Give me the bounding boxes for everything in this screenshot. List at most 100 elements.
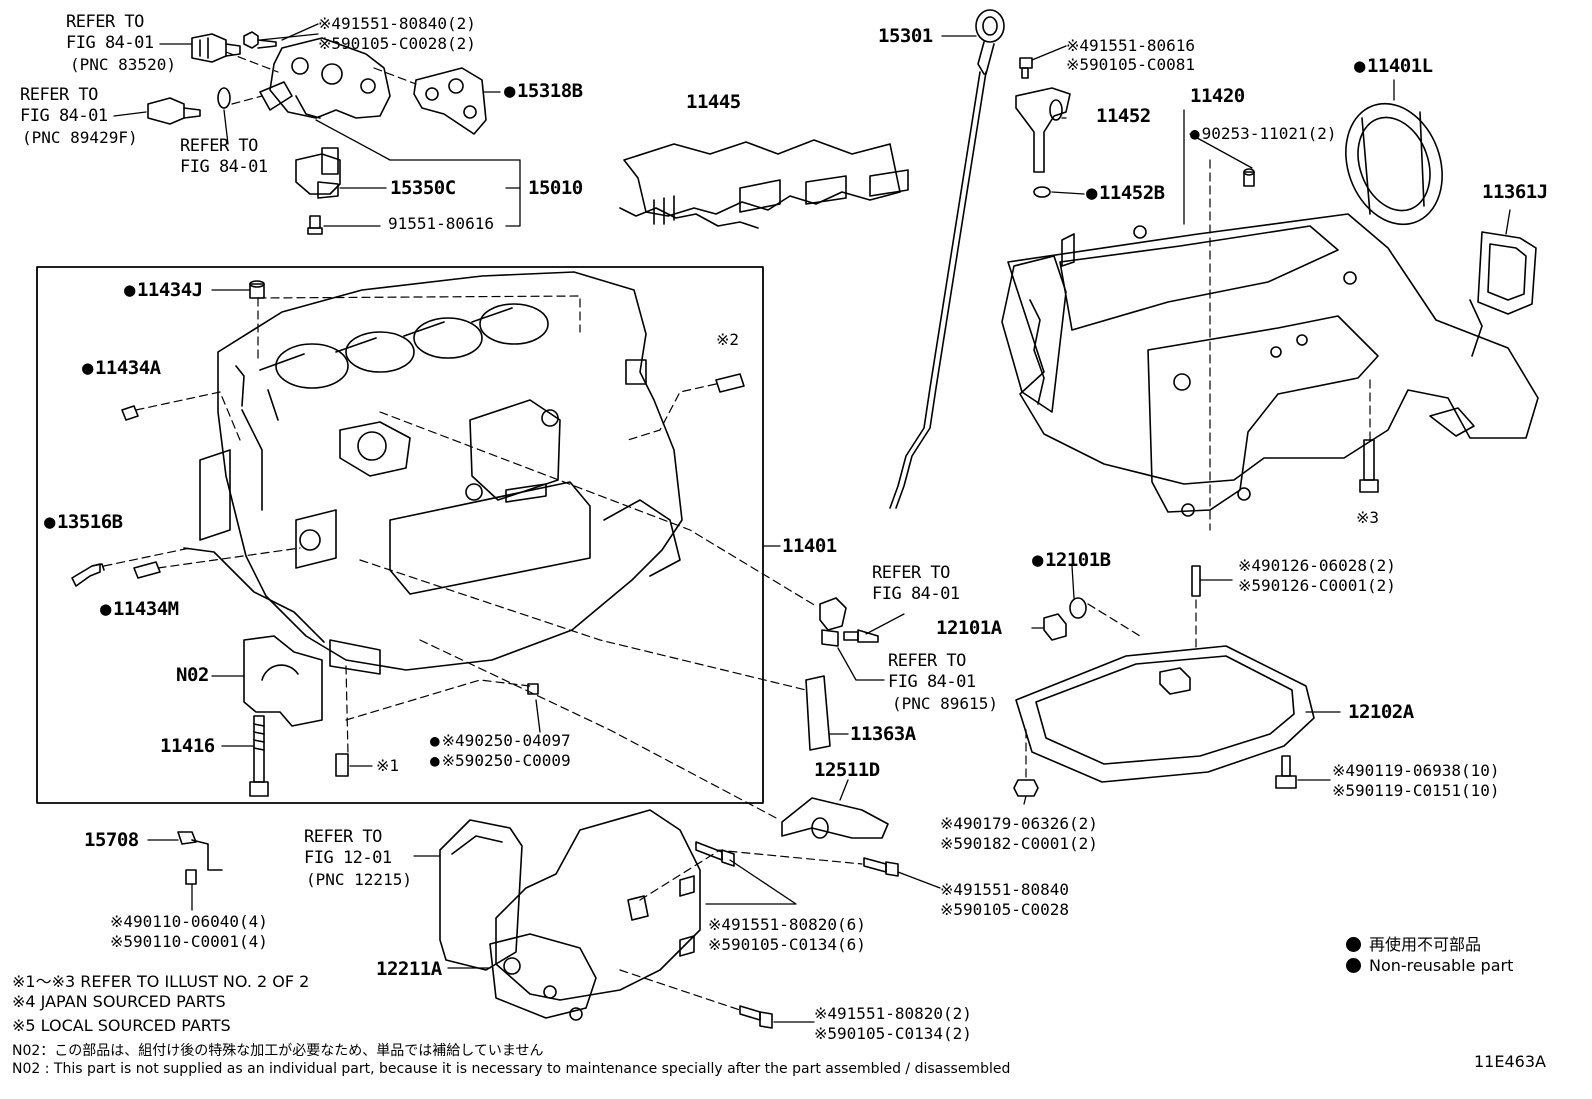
- note-5: N02 : This part is not supplied as an in…: [12, 1061, 1011, 1077]
- label-refer-12215-3: (PNC 12215): [306, 870, 412, 889]
- label-N02: N02: [176, 664, 209, 686]
- label-11434A: 11434A: [82, 358, 161, 378]
- label-11420: 11420: [1190, 85, 1245, 107]
- non-reusable-dot-icon: [1346, 958, 1361, 973]
- legend-jp-text: 再使用不可部品: [1369, 935, 1482, 954]
- label-refer-89615-3: (PNC 89615): [892, 694, 998, 713]
- label-490126-06028: ※490126-06028(2): [1238, 556, 1396, 575]
- legend-en-text: Non-reusable part: [1369, 956, 1514, 975]
- note-3: ※5 LOCAL SOURCED PARTS: [12, 1016, 231, 1035]
- label-590182-C0001: ※590182-C0001(2): [940, 834, 1098, 853]
- timing-chain-cover: [489, 809, 701, 1021]
- label-refer-12215-1: REFER TO: [304, 827, 382, 847]
- oil-level-gauge: [889, 9, 1005, 509]
- label-12101A: 12101A: [936, 617, 1002, 639]
- label-490110-06040: ※490110-06040(4): [110, 912, 268, 931]
- label-star1: ※1: [376, 756, 400, 775]
- label-refer-83520-3: (PNC 83520): [70, 55, 176, 74]
- label-refer-fig84-1: REFER TO: [180, 136, 258, 156]
- label-590119-C0151: ※590119-C0151(10): [1332, 781, 1500, 800]
- oil-level-gauge-guide: [1015, 57, 1071, 198]
- label-490250-04097: ※490250-04097: [430, 731, 571, 751]
- stiffening-plate: [781, 797, 889, 839]
- label-12211A: 12211A: [376, 958, 442, 980]
- pipe-15708: [177, 831, 223, 885]
- label-13516B: 13516B: [44, 512, 123, 532]
- label-15010: 15010: [528, 177, 583, 199]
- label-refer-knock-2: FIG 84-01: [872, 584, 960, 604]
- label-590126-C0001: ※590126-C0001(2): [1238, 576, 1396, 595]
- label-refer-83520-1: REFER TO: [66, 12, 144, 32]
- label-491551-80616: ※491551-80616: [1066, 36, 1195, 55]
- label-star3: ※3: [1356, 508, 1380, 527]
- stud-bolt: [1191, 565, 1201, 597]
- label-refer-89615-1: REFER TO: [888, 651, 966, 671]
- label-refer-89429F-1: REFER TO: [20, 85, 98, 105]
- label-15708: 15708: [84, 829, 139, 851]
- label-11401L: 11401L: [1354, 56, 1433, 76]
- note-4: N02：この部品は、組付け後の特殊な加工が必要なため、単品では補給していません: [12, 1043, 544, 1059]
- label-590105-C0028-2: ※590105-C0028(2): [318, 34, 476, 53]
- label-490119-06938: ※490119-06938(10): [1332, 761, 1500, 780]
- oil-control-valve-assembly: [147, 31, 487, 235]
- label-15318B: 15318B: [504, 81, 583, 101]
- label-11434J: 11434J: [124, 280, 203, 300]
- label-12102A: 12102A: [1348, 701, 1414, 723]
- label-11452: 11452: [1096, 105, 1151, 127]
- label-491551-80820-2: ※491551-80820(2): [814, 1004, 972, 1023]
- label-11445: 11445: [686, 91, 741, 113]
- label-star2: ※2: [716, 330, 740, 349]
- label-refer-89429F-2: FIG 84-01: [20, 106, 108, 126]
- label-491551-80840-2: ※491551-80840(2): [318, 14, 476, 33]
- label-11363A: 11363A: [850, 723, 916, 745]
- label-91551-80616: 91551-80616: [388, 214, 494, 233]
- cylinder-block: [183, 271, 683, 675]
- straight-pin-90253: [1243, 168, 1255, 187]
- cylinder-block-group-box: [36, 266, 764, 804]
- label-refer-89615-2: FIG 84-01: [888, 672, 976, 692]
- label-590105-C0134-2: ※590105-C0134(2): [814, 1024, 972, 1043]
- label-590105-C0134-6: ※590105-C0134(6): [708, 935, 866, 954]
- leader-lines: [113, 23, 1511, 1023]
- label-490179-06326: ※490179-06326(2): [940, 814, 1098, 833]
- engine-mounting-cover: [439, 819, 523, 971]
- drain-plug: [1043, 597, 1087, 641]
- label-11434M: 11434M: [100, 599, 179, 619]
- oil-seal-retainer-plate: [1477, 231, 1537, 315]
- label-refer-knock-1: REFER TO: [872, 563, 950, 583]
- cap-bolt-11416: [249, 715, 269, 797]
- note-1: ※1～※3 REFER TO ILLUST NO. 2 OF 2: [12, 972, 310, 991]
- label-12101B: 12101B: [1032, 550, 1111, 570]
- label-15301: 15301: [878, 25, 933, 47]
- insulator-11363A: [805, 675, 831, 751]
- assembly-dashed-lines: [103, 51, 1371, 1011]
- label-590110-C0001: ※590110-C0001(4): [110, 932, 268, 951]
- label-90253-11021: 90253-11021(2): [1190, 124, 1337, 144]
- label-refer-83520-2: FIG 84-01: [66, 33, 154, 53]
- non-reusable-dot-icon: [1346, 937, 1361, 952]
- label-11452B: 11452B: [1086, 183, 1165, 203]
- oil-pan-no2: [1015, 645, 1315, 783]
- label-12511D: 12511D: [814, 759, 880, 781]
- legend-jp: 再使用不可部品: [1346, 931, 1481, 955]
- label-refer-89429F-3: (PNC 89429F): [22, 128, 138, 147]
- oil-baffle-plate: [619, 139, 909, 229]
- label-11401: 11401: [782, 535, 837, 557]
- knock-sensor: [819, 597, 879, 647]
- label-491551-80820-6: ※491551-80820(6): [708, 915, 866, 934]
- label-590105-C0081: ※590105-C0081: [1066, 55, 1195, 74]
- label-refer-12215-2: FIG 12-01: [304, 848, 392, 868]
- label-15350C: 15350C: [390, 177, 456, 199]
- cover-bolts: [695, 841, 899, 1029]
- oil-pan-no1: [1001, 213, 1539, 517]
- pan-nut: [1013, 779, 1039, 797]
- pan-bolt-right: [1275, 755, 1297, 789]
- label-refer-fig84-2: FIG 84-01: [180, 157, 268, 177]
- label-590105-C0028: ※590105-C0028: [940, 900, 1069, 919]
- note-2: ※4 JAPAN SOURCED PARTS: [12, 992, 226, 1011]
- label-11361J: 11361J: [1482, 181, 1548, 203]
- bearing-cap-N02: [243, 635, 323, 727]
- pan-bolt-star3: [1359, 439, 1379, 493]
- union-13516B: [71, 563, 105, 587]
